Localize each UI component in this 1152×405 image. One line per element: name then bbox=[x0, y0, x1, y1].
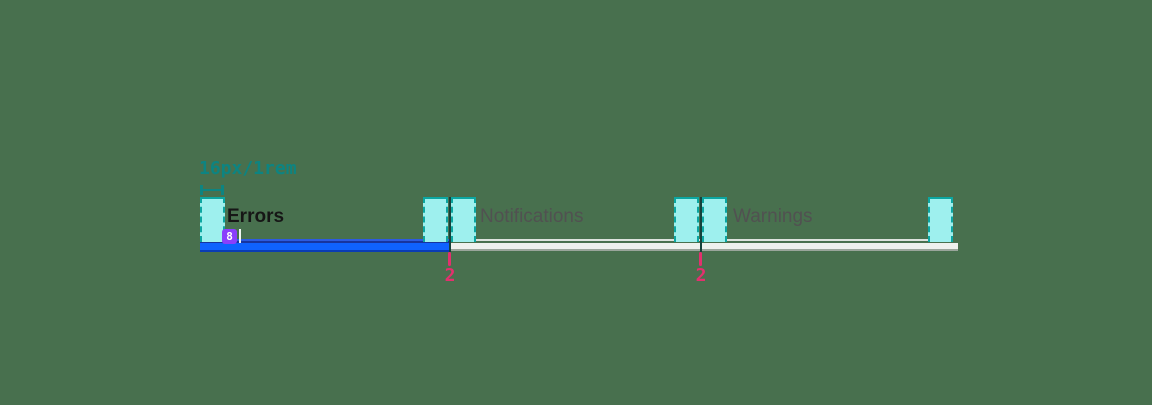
tab-warnings[interactable]: Warnings bbox=[733, 206, 813, 227]
gap-measure-tick-1 bbox=[448, 252, 451, 266]
width-bracket-bar bbox=[200, 189, 224, 191]
spacer-block-errors-left bbox=[200, 197, 225, 242]
tab-errors[interactable]: Errors bbox=[227, 206, 285, 227]
tab-gap-line-1 bbox=[449, 197, 451, 252]
baseline-tick bbox=[239, 229, 241, 243]
gap-measure-tick-2 bbox=[699, 252, 702, 266]
width-bracket-right-cap bbox=[221, 185, 224, 195]
gap-value-label-1: 2 bbox=[444, 265, 456, 286]
spacer-block-warnings-right bbox=[928, 197, 953, 242]
spacing-size-label: 16px/1rem bbox=[199, 158, 297, 179]
unselected-tab-underline bbox=[451, 243, 958, 251]
spacer-block-notifications-left bbox=[451, 197, 476, 242]
tab-notifications[interactable]: Notifications bbox=[480, 206, 584, 227]
spacer-block-warnings-left bbox=[702, 197, 727, 242]
spacer-block-errors-right bbox=[423, 197, 448, 242]
padding-value-badge: 8 bbox=[222, 229, 237, 244]
spacer-block-notifications-right bbox=[674, 197, 699, 242]
tab-gap-line-2 bbox=[700, 197, 702, 252]
selected-tab-indicator bbox=[200, 239, 449, 252]
gap-value-label-2: 2 bbox=[695, 265, 707, 286]
